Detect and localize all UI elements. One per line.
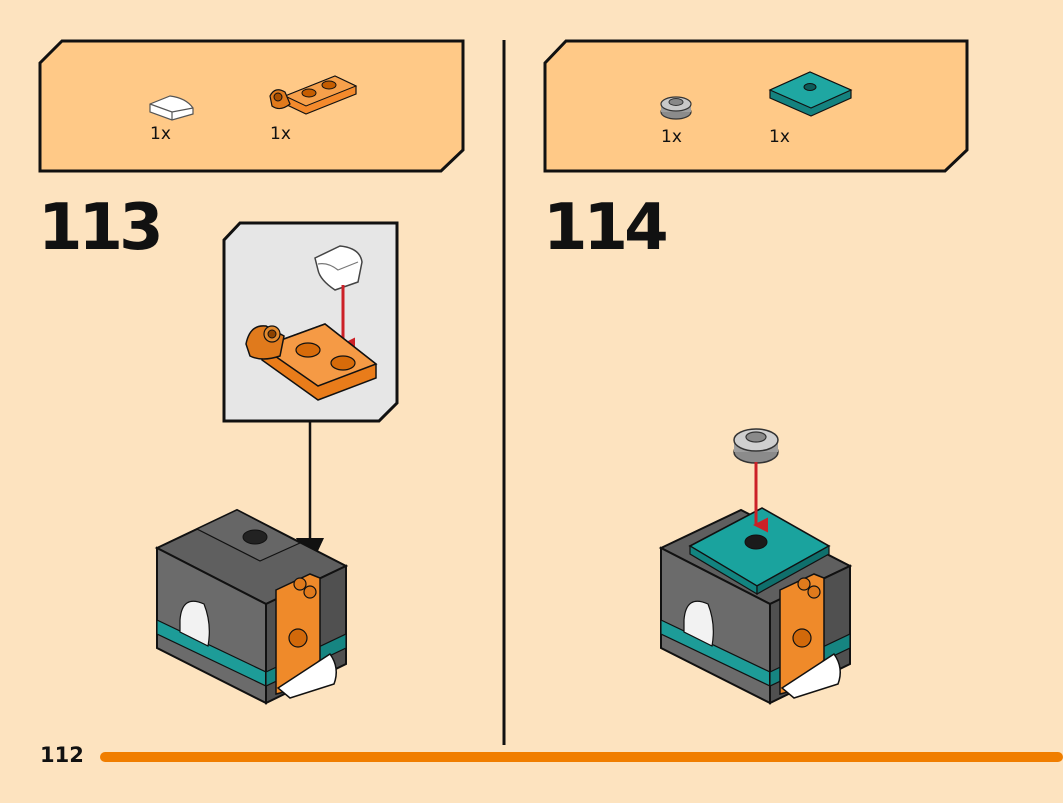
callout-white-slope bbox=[314, 245, 363, 291]
part-quantity-grey-round-plate: 1x bbox=[661, 127, 682, 147]
callout-orange-hinge-plate bbox=[245, 323, 378, 401]
step-number-113: 113 bbox=[38, 191, 164, 265]
white-curved-slope-icon bbox=[149, 95, 194, 121]
page-accent-bar bbox=[100, 752, 1063, 762]
part-quantity-teal-jumper-plate: 1x bbox=[769, 127, 790, 147]
model-step-113 bbox=[154, 508, 349, 705]
grey-round-plate-icon bbox=[660, 96, 692, 120]
parts-box-step-113 bbox=[38, 39, 465, 173]
part-quantity-orange-hinge: 1x bbox=[270, 124, 291, 144]
orange-hinge-plate-icon bbox=[269, 75, 358, 115]
step-number-114: 114 bbox=[543, 191, 669, 265]
page-number: 112 bbox=[40, 743, 84, 767]
model-step-114 bbox=[658, 507, 853, 705]
parts-box-step-114 bbox=[543, 39, 969, 173]
part-quantity-white-slope: 1x bbox=[150, 124, 171, 144]
model-grey-round-plate bbox=[733, 428, 779, 464]
teal-jumper-plate-icon bbox=[768, 71, 853, 117]
